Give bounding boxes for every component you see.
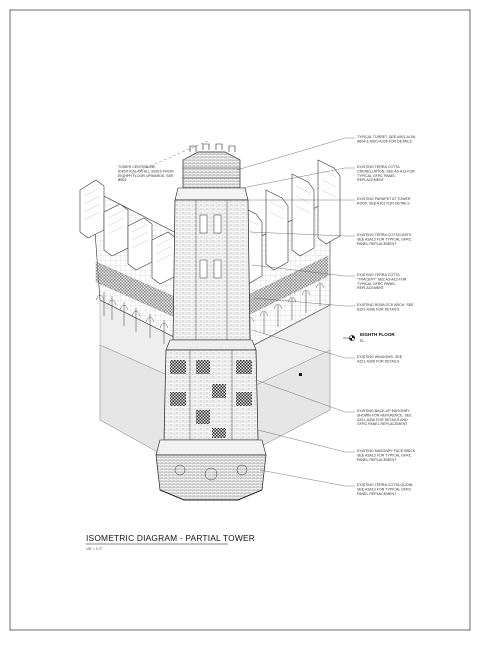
sheet-border <box>9 9 471 631</box>
note-line: EXISTING PARAPET AT TOWER <box>357 197 411 201</box>
note-line: A321-A306 FOR DETAILS <box>357 307 400 311</box>
note-line: SHOWN FOR REFERENCE. SEE <box>357 413 412 417</box>
note-line: PANEL REPLACEMENT <box>357 242 397 246</box>
note-line: ROOF, SEE A301 FOR DETAILS <box>357 201 410 205</box>
callout-note-9: EXISTING MASONRY FACE BRICK.SEE A3A13 FO… <box>357 449 416 462</box>
note-line: IDENTICAL ON ALL SIDES FROM <box>118 169 173 173</box>
note-line: SEE A3A13 FOR TYPICAL GFRC <box>357 487 412 491</box>
note-line: TYPICAL GFRC PANEL <box>357 174 396 178</box>
drawing-scale: 1/8" = 1'-0" <box>86 547 103 551</box>
callout-note-1: TYPICAL TURRET, SEE A901-A106,A604 & A90… <box>357 135 416 143</box>
note-line: EXISTING TERRA COTTA <box>357 165 400 169</box>
left-crenellation-wing <box>79 179 191 346</box>
level-marker-sub: EL. <box>360 339 365 343</box>
note-line: EXISTING TERRA COTTA <box>357 273 400 277</box>
callout-note-5: EXISTING TERRA COTTA"TRACERY" SEE A3-A13… <box>357 273 407 290</box>
note-line: TYPICAL TURRET, SEE A901-A106, <box>357 135 416 139</box>
drawing-title: ISOMETRIC DIAGRAM - PARTIAL TOWER <box>86 533 255 543</box>
note-line: CRENELLATION, SEE A3-A13 FOR <box>357 169 415 173</box>
note-line: A321-A306 FOR DETAILS <box>357 359 400 363</box>
note-line: EXISTING TERRA COTTA UNITS. <box>357 233 412 237</box>
note-line: TOWER CENTERLINE, <box>118 165 156 169</box>
leader-lines <box>236 137 355 487</box>
callout-note-10: EXISTING TERRA COTTA QUOIN,SEE A3A13 FOR… <box>357 483 413 496</box>
note-line: GFRC PANEL REPLACEMENT <box>357 422 408 426</box>
level-marker-label: EIGHTH FLOOR <box>360 332 395 337</box>
note-line: EXISTING TERRA COTTA QUOIN, <box>357 483 413 487</box>
note-line: EXISTING BACK-UP MASONRY <box>357 409 410 413</box>
note-line: REPLACEMENT <box>357 286 385 290</box>
note-line: TYPICAL GFRC PANEL <box>357 282 396 286</box>
note-line: "TRACERY" SEE A3-A13 FOR <box>357 277 407 281</box>
centerline-leader <box>117 139 211 181</box>
note-line: EIGHTH FLOOR UPWARDS. SEE <box>118 174 174 178</box>
note-line: PANEL REPLACEMENT <box>357 492 397 496</box>
note-line: SEE A3A13 FOR TYPICAL GFRC <box>357 237 412 241</box>
central-tower <box>155 143 267 501</box>
level-marker <box>343 335 355 341</box>
note-line: A904 <box>118 178 126 182</box>
note-line: EXISTING MASONRY FACE BRICK. <box>357 449 416 453</box>
left-note: TOWER CENTERLINE,IDENTICAL ON ALL SIDES … <box>118 165 174 182</box>
callout-notes: TYPICAL TURRET, SEE A901-A106,A604 & A90… <box>357 135 416 496</box>
note-line: REPLACEMENT <box>357 178 385 182</box>
note-line: SEE A3A13 FOR TYPICAL GFRC <box>357 453 412 457</box>
note-line: A321-A306 FOR DETAILS AND <box>357 418 408 422</box>
note-line: PANEL REPLACEMENT <box>357 458 397 462</box>
note-line: EXISTING WINDOWS. SEE <box>357 355 403 359</box>
right-crenellation-wing <box>234 159 341 376</box>
note-line: A604 & A901-A206 FOR DETAILS <box>357 139 412 143</box>
callout-note-4: EXISTING TERRA COTTA UNITS.SEE A3A13 FOR… <box>357 233 412 246</box>
note-line: EXISTING ROWLOCK ARCH. SEE <box>357 303 414 307</box>
